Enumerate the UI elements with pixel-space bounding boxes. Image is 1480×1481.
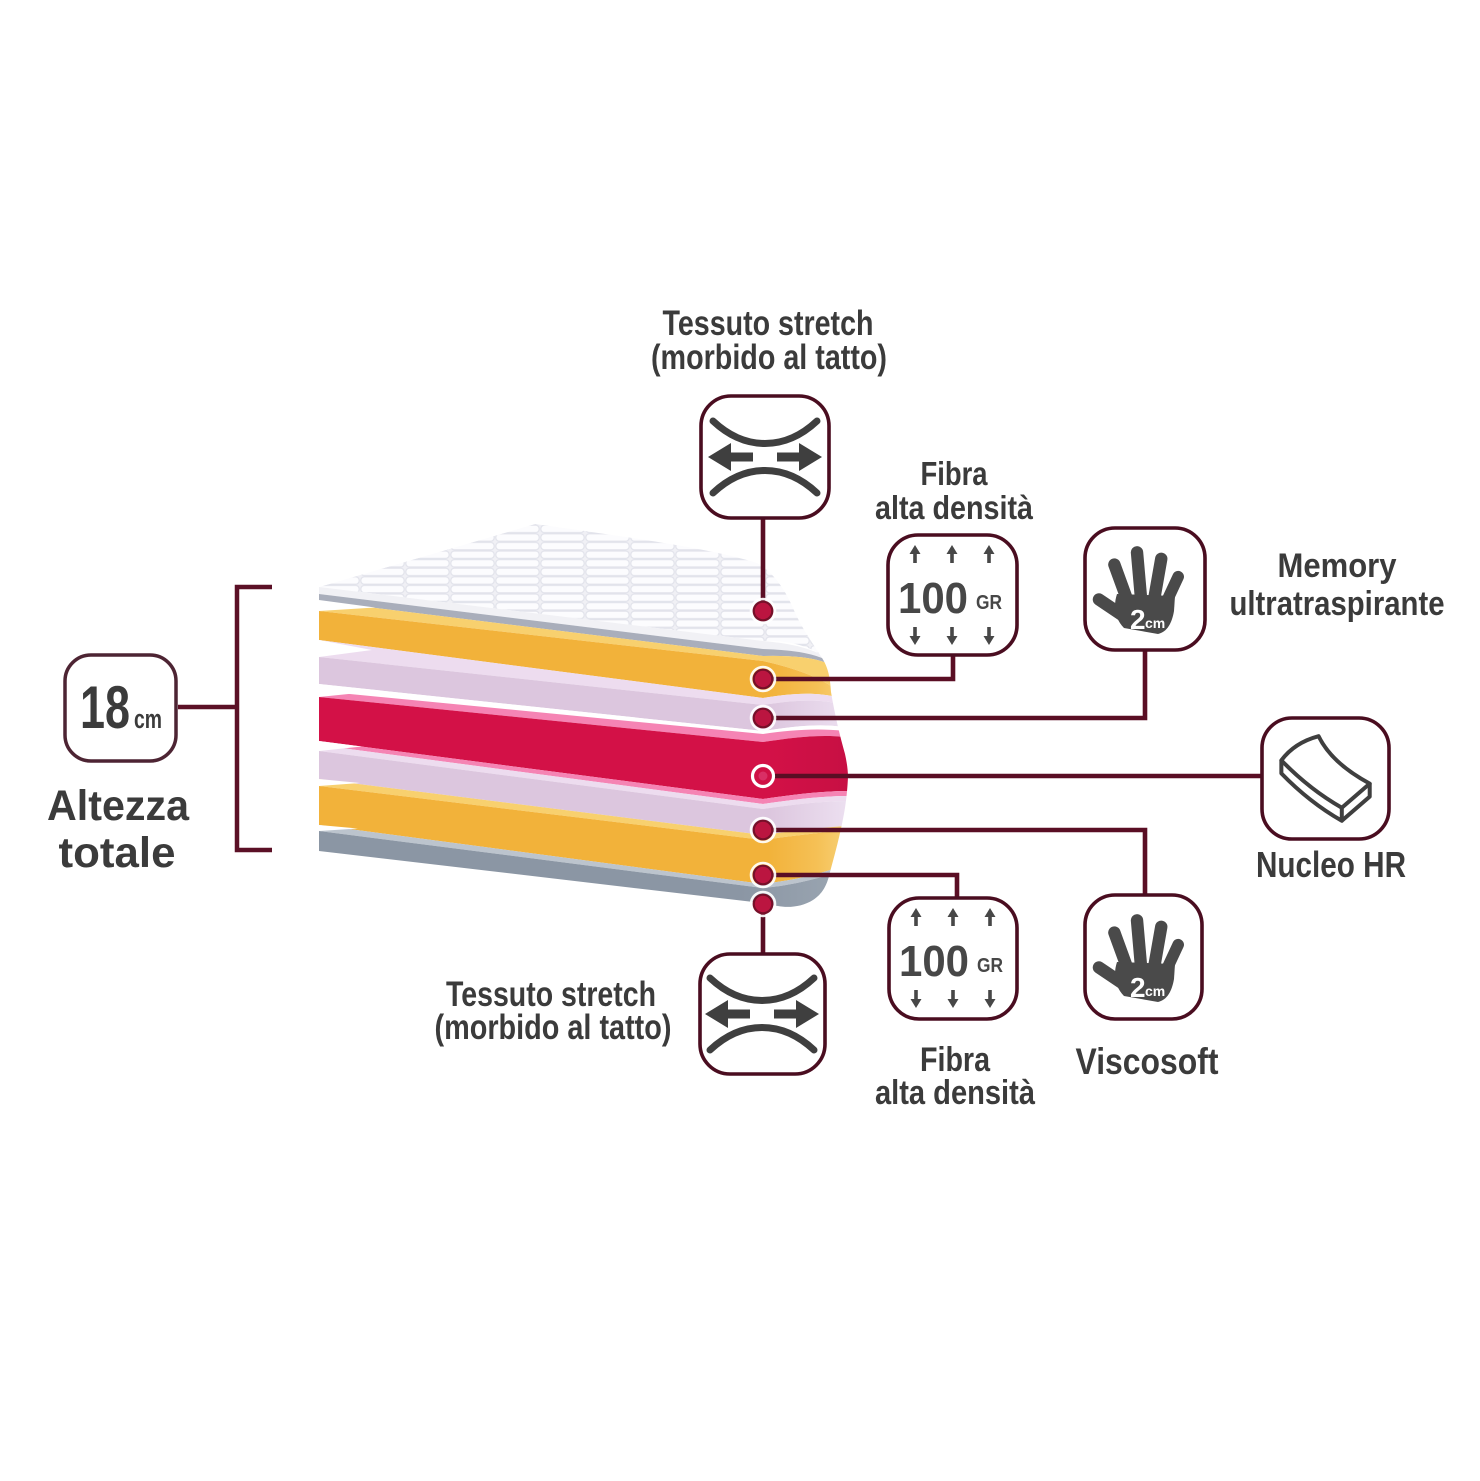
svg-text:Altezza: Altezza xyxy=(47,782,190,830)
svg-text:alta densità: alta densità xyxy=(875,489,1034,526)
svg-text:(morbido al tatto): (morbido al tatto) xyxy=(435,1008,672,1047)
svg-text:Viscosoft: Viscosoft xyxy=(1076,1041,1219,1082)
svg-text:(morbido al tatto): (morbido al tatto) xyxy=(651,338,887,377)
svg-text:18: 18 xyxy=(80,674,130,741)
svg-text:GR: GR xyxy=(976,592,1002,614)
svg-text:totale: totale xyxy=(59,829,176,877)
svg-text:cm: cm xyxy=(1145,615,1165,631)
svg-text:Memory: Memory xyxy=(1278,547,1397,585)
svg-text:Nucleo HR: Nucleo HR xyxy=(1256,844,1406,885)
svg-text:Fibra: Fibra xyxy=(920,1041,991,1079)
svg-text:alta densità: alta densità xyxy=(875,1074,1035,1112)
svg-text:100: 100 xyxy=(898,574,968,623)
svg-text:Fibra: Fibra xyxy=(921,455,989,492)
svg-text:cm: cm xyxy=(134,704,162,734)
svg-text:ultratraspirante: ultratraspirante xyxy=(1230,585,1445,623)
svg-text:Tessuto stretch: Tessuto stretch xyxy=(663,304,874,343)
svg-text:Tessuto stretch: Tessuto stretch xyxy=(446,975,656,1014)
svg-text:2: 2 xyxy=(1130,604,1146,635)
